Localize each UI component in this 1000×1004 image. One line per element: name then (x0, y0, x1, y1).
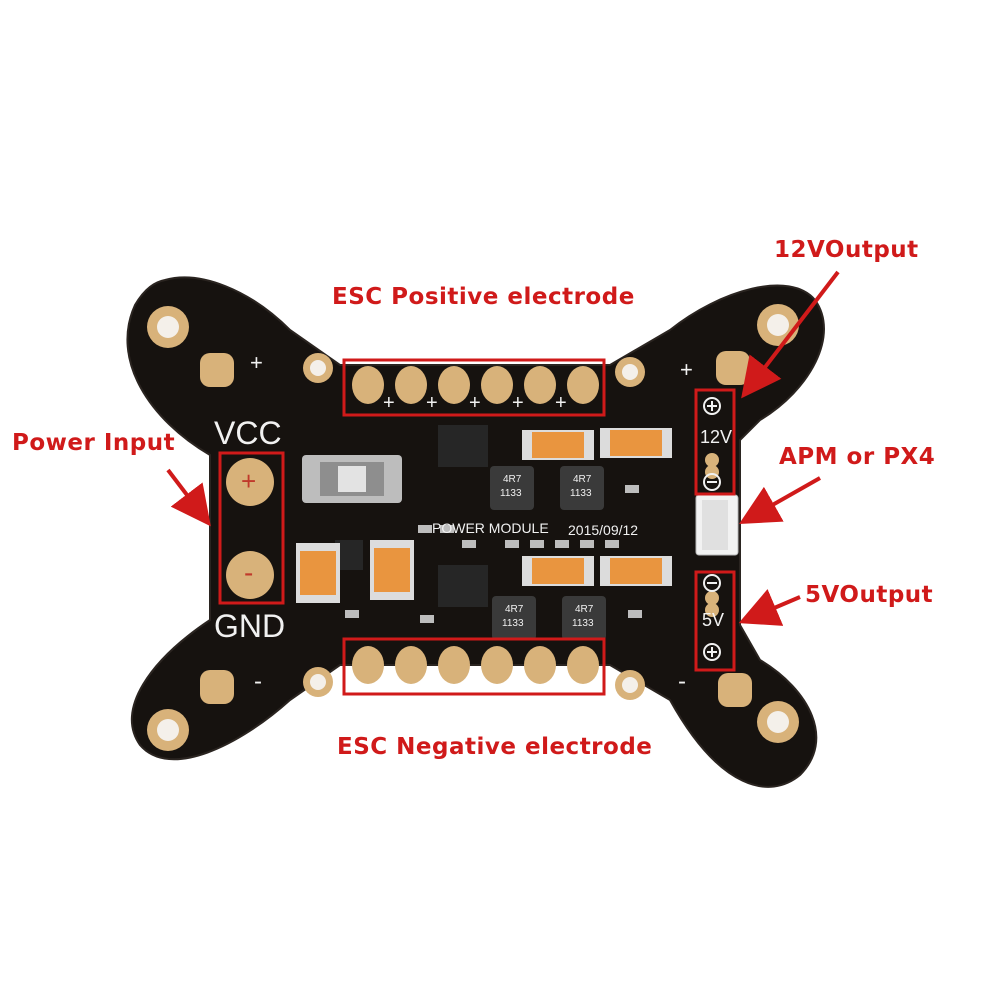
5v-output-label: 5VOutput (805, 582, 934, 608)
inductor-code-3: 4R7 (505, 604, 524, 615)
esc-negative-pads (352, 646, 599, 684)
power-input-minus: - (244, 557, 254, 588)
esc-plus-2: + (426, 392, 438, 414)
gnd-label: GND (214, 608, 286, 644)
tantalum-capacitors (296, 428, 672, 603)
esc-positive-pads (352, 366, 599, 404)
annotation-arrows (166, 270, 840, 626)
inductor-code-4: 4R7 (575, 604, 594, 615)
pcb-board (126, 276, 825, 788)
output-polarity-symbols (703, 397, 721, 661)
5v-label: 5V (702, 610, 725, 630)
12v-output-arrow (741, 270, 840, 399)
inductor-code-2: 4R7 (573, 474, 592, 485)
esc-negative-box (342, 637, 606, 696)
inductor-value-2: 1133 (570, 488, 592, 499)
power-input-label: Power Input (12, 430, 176, 456)
apm-px4-label: APM or PX4 (779, 444, 936, 470)
5v-output-arrow (738, 589, 801, 626)
power-input-plus: + (241, 466, 257, 496)
12v-output-label: 12VOutput (774, 237, 919, 263)
inductor-value-1: 1133 (500, 488, 522, 499)
vcc-label: VCC (214, 415, 282, 451)
power-input-pads (226, 458, 274, 599)
esc-plus-1: + (383, 392, 395, 414)
power-input-box (218, 451, 285, 605)
plus-label-left: + (250, 350, 263, 375)
power-input-arrow (166, 468, 211, 527)
esc-negative-label: ESC Negative electrode (337, 734, 653, 760)
power-module-label: POWER MODULE (432, 520, 549, 536)
smd-passives (345, 485, 642, 623)
highlight-boxes (218, 358, 736, 696)
esc-positive-box (342, 358, 606, 417)
shunt-resistor (302, 455, 402, 503)
esc-plus-3: + (469, 392, 481, 414)
esc-positive-label: ESC Positive electrode (332, 284, 635, 310)
esc-plus-4: + (512, 392, 524, 414)
12v-label: 12V (700, 427, 733, 447)
mounting-holes (147, 304, 799, 751)
date-label: 2015/09/12 (568, 522, 639, 538)
minus-label-right: - (678, 668, 686, 695)
apm-px4-arrow (739, 476, 821, 524)
12v-output-box (694, 388, 736, 496)
plus-label-right: + (680, 357, 693, 382)
inductors (490, 466, 606, 640)
inductor-code-1: 4R7 (503, 474, 522, 485)
esc-plus-5: + (555, 392, 567, 414)
inductor-value-4: 1133 (572, 618, 594, 629)
inductor-value-3: 1133 (502, 618, 524, 629)
5v-output-box (694, 570, 736, 672)
jst-connector (695, 494, 739, 556)
minus-label-left: - (254, 668, 262, 695)
